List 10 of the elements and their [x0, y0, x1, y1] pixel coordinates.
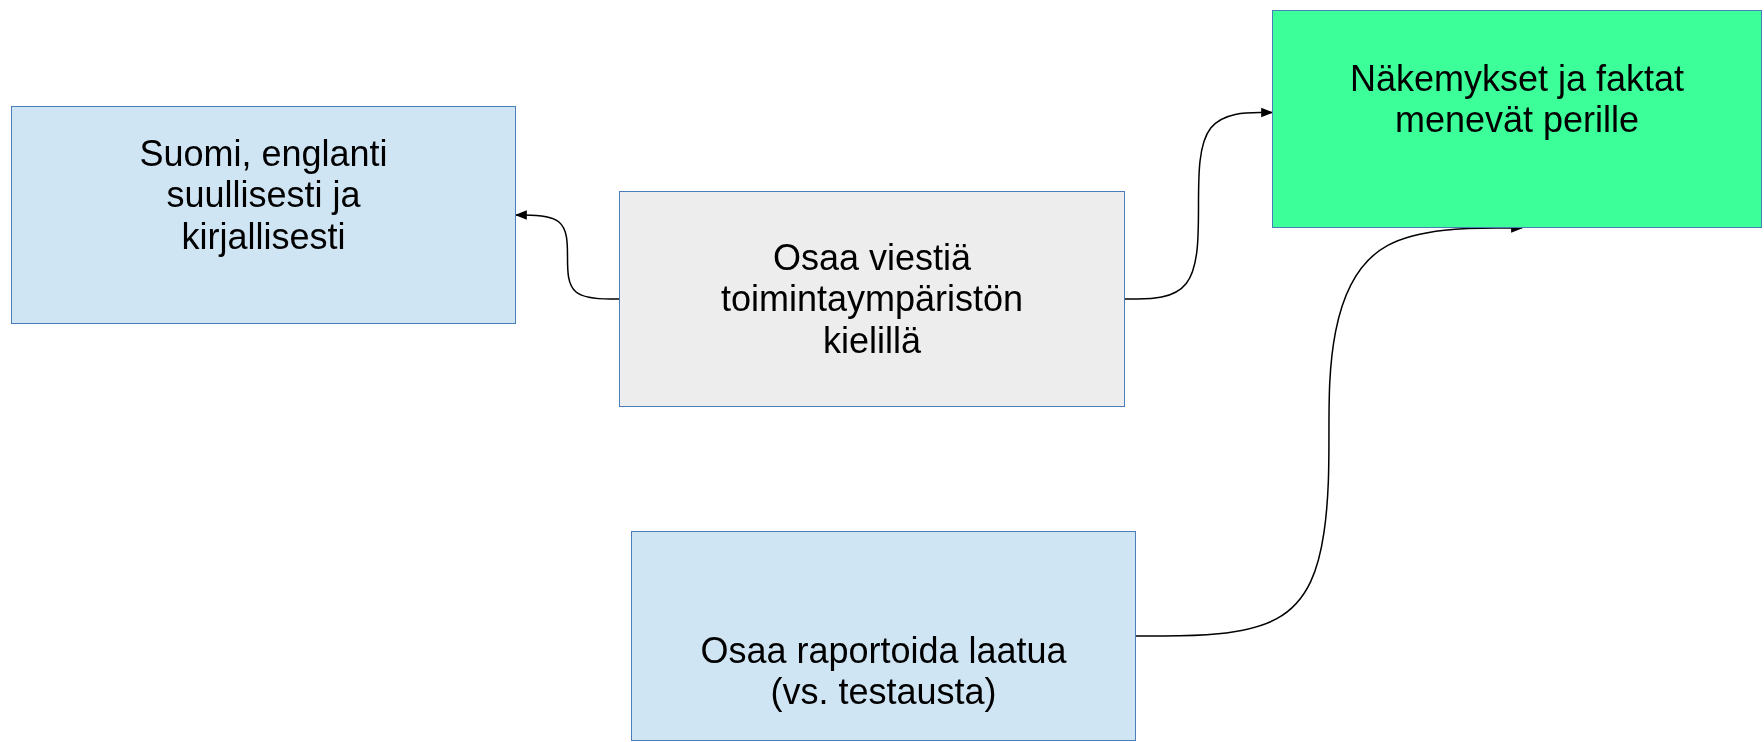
box-label: Osaa raportoida laatua (vs. testausta) — [699, 629, 1068, 713]
arrow — [1124, 107, 1274, 300]
text-box — [1272, 10, 1762, 228]
arrow — [514, 210, 620, 300]
box-label: Suomi, englanti suullisesti ja kirjallisesti — [138, 132, 389, 258]
box-label: Osaa viestiä toimintaympäristön kielillä — [719, 236, 1025, 362]
text-box — [11, 106, 516, 324]
text-box — [619, 191, 1125, 407]
box-label: Näkemykset ja faktat menevät perille — [1348, 57, 1686, 141]
text-box — [631, 531, 1136, 741]
